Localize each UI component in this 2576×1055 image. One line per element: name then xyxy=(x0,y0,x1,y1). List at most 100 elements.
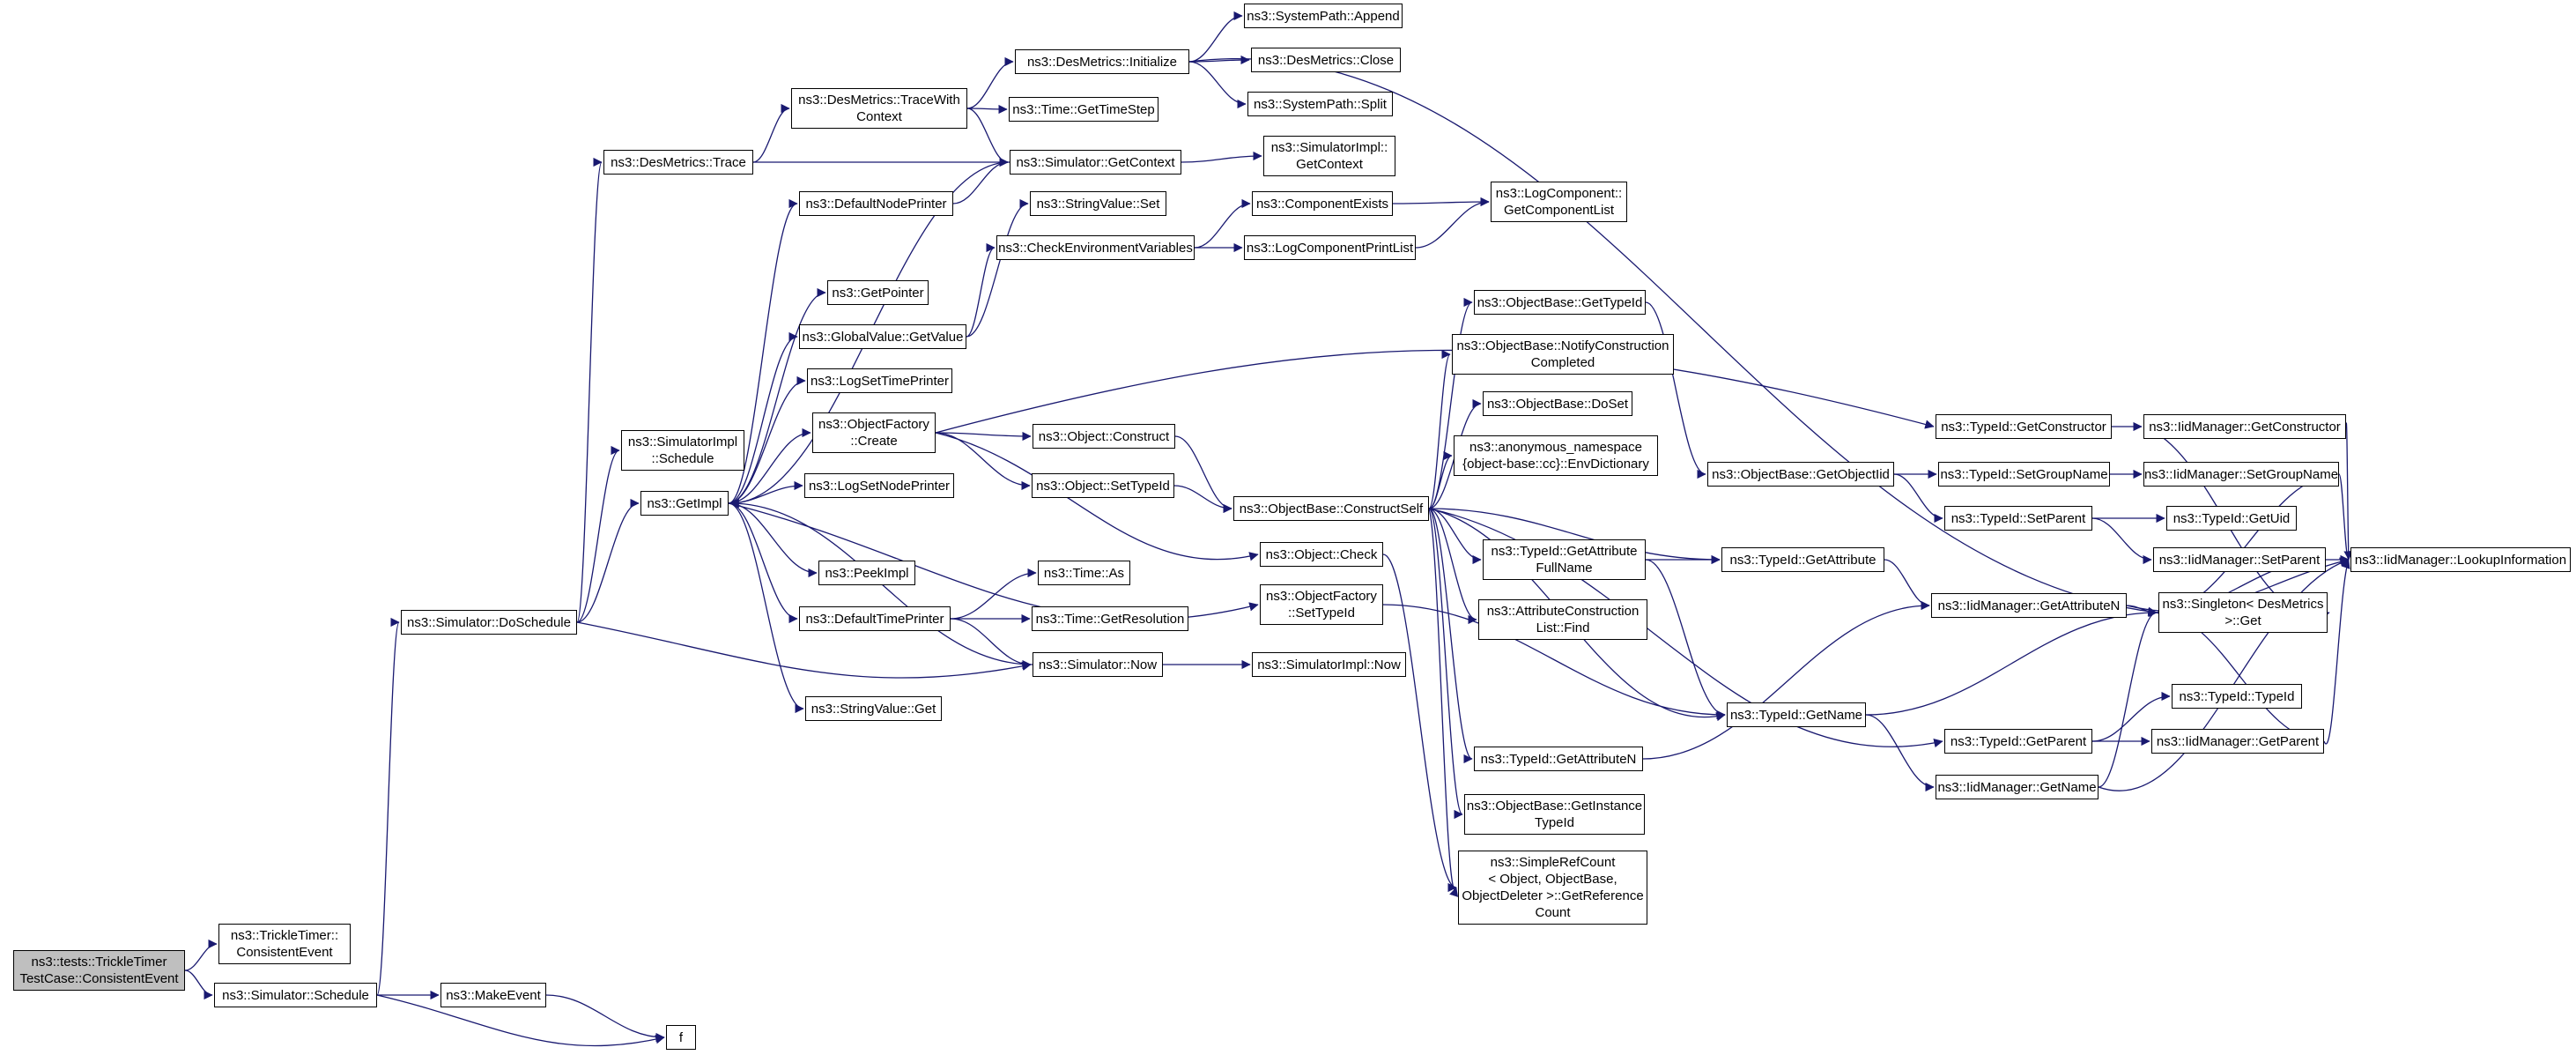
graph-node-iid_set_parent[interactable]: ns3::IidManager::SetParent xyxy=(2153,547,2326,572)
graph-edge-get_impl--default_node_printer xyxy=(728,198,798,504)
graph-node-typeid_get_parent[interactable]: ns3::TypeId::GetParent xyxy=(1944,729,2092,754)
graph-node-iid_get_parent[interactable]: ns3::IidManager::GetParent xyxy=(2151,729,2324,754)
graph-node-label: ns3::Simulator::Schedule xyxy=(222,987,369,1003)
graph-node-label: ns3::LogSetNodePrinter xyxy=(808,478,951,494)
graph-node-label: TypeId xyxy=(1534,815,1575,830)
graph-node-simimpl_now[interactable]: ns3::SimulatorImpl::Now xyxy=(1252,652,1406,677)
graph-node-log_component_print_list[interactable]: ns3::LogComponentPrintList xyxy=(1244,235,1416,260)
graph-edge-construct_self--simple_refcount xyxy=(1428,508,1459,897)
graph-node-peek_impl[interactable]: ns3::PeekImpl xyxy=(818,561,915,585)
graph-node-check_env[interactable]: ns3::CheckEnvironmentVariables xyxy=(996,235,1195,260)
graph-node-make_event[interactable]: ns3::MakeEvent xyxy=(440,983,546,1007)
graph-node-label: ns3::DesMetrics::TraceWith xyxy=(798,93,960,108)
graph-node-get_component_list[interactable]: ns3::LogComponent::GetComponentList xyxy=(1491,182,1627,222)
graph-node-label: ns3::Time::GetTimeStep xyxy=(1012,101,1155,117)
graph-node-get_name[interactable]: ns3::TypeId::GetName xyxy=(1727,702,1866,727)
graph-node-default_node_printer[interactable]: ns3::DefaultNodePrinter xyxy=(799,191,953,216)
graph-node-label: ns3::TypeId::GetConstructor xyxy=(1941,419,2106,435)
graph-node-trickle_consistent[interactable]: ns3::TrickleTimer::ConsistentEvent xyxy=(218,924,351,964)
graph-node-initialize[interactable]: ns3::DesMetrics::Initialize xyxy=(1015,49,1189,74)
graph-node-label: ns3::IidManager::GetAttributeN xyxy=(1937,598,2121,613)
graph-node-ob_doset[interactable]: ns3::ObjectBase::DoSet xyxy=(1483,391,1632,416)
graph-node-label: ns3::IidManager::SetParent xyxy=(2158,552,2321,568)
graph-node-get_attribute[interactable]: ns3::TypeId::GetAttribute xyxy=(1721,547,1884,572)
graph-edge-get_impl--log_set_time_printer xyxy=(728,375,806,504)
graph-node-label: ns3::ObjectFactory xyxy=(1266,589,1377,604)
graph-node-simple_refcount[interactable]: ns3::SimpleRefCount< Object, ObjectBase,… xyxy=(1458,851,1647,925)
graph-node-obj_set_typeid[interactable]: ns3::Object::SetTypeId xyxy=(1032,473,1174,498)
graph-node-label: ns3::TypeId::SetParent xyxy=(1951,510,2086,526)
graph-node-sim_now[interactable]: ns3::Simulator::Now xyxy=(1033,652,1163,677)
graph-edge-construct_self--get_attr_n xyxy=(1428,508,1473,764)
graph-node-sim_schedule[interactable]: ns3::Simulator::Schedule xyxy=(214,983,377,1007)
graph-node-get_context[interactable]: ns3::Simulator::GetContext xyxy=(1010,150,1181,175)
graph-node-of_create[interactable]: ns3::ObjectFactory::Create xyxy=(812,412,936,453)
graph-node-default_time_printer[interactable]: ns3::DefaultTimePrinter xyxy=(799,606,951,631)
graph-node-label: ns3::GetImpl xyxy=(647,495,722,511)
graph-node-gv_getvalue[interactable]: ns3::GlobalValue::GetValue xyxy=(799,324,966,349)
graph-node-lookup_information[interactable]: ns3::IidManager::LookupInformation xyxy=(2350,547,2571,572)
graph-edge-trace--trace_with_context xyxy=(752,103,790,163)
graph-node-set_parent[interactable]: ns3::TypeId::SetParent xyxy=(1944,506,2092,531)
graph-node-label: ns3::TypeId::GetParent xyxy=(1950,733,2087,749)
graph-node-iid_get_name[interactable]: ns3::IidManager::GetName xyxy=(1936,775,2099,799)
graph-node-component_exists[interactable]: ns3::ComponentExists xyxy=(1252,191,1393,216)
graph-node-get_impl[interactable]: ns3::GetImpl xyxy=(640,491,729,516)
graph-node-iid_get_constructor[interactable]: ns3::IidManager::GetConstructor xyxy=(2143,414,2346,439)
graph-node-time_as[interactable]: ns3::Time::As xyxy=(1038,561,1130,585)
graph-node-of_set_typeid[interactable]: ns3::ObjectFactory::SetTypeId xyxy=(1260,584,1383,625)
graph-node-iid_set_group_name[interactable]: ns3::IidManager::SetGroupName xyxy=(2143,462,2339,487)
graph-node-singleton_get[interactable]: ns3::Singleton< DesMetrics>::Get xyxy=(2158,592,2328,633)
graph-node-iid_get_attr_n[interactable]: ns3::IidManager::GetAttributeN xyxy=(1931,593,2127,618)
graph-node-dm_close[interactable]: ns3::DesMetrics::Close xyxy=(1251,48,1401,72)
graph-node-label: ns3::GetPointer xyxy=(832,285,924,301)
graph-node-label: ns3::IidManager::SetGroupName xyxy=(2143,466,2339,482)
graph-node-set_group_name[interactable]: ns3::TypeId::SetGroupName xyxy=(1938,462,2110,487)
graph-edge-trace_with_context--initialize xyxy=(966,56,1014,109)
graph-node-trace[interactable]: ns3::DesMetrics::Trace xyxy=(603,150,753,175)
graph-node-get_pointer[interactable]: ns3::GetPointer xyxy=(827,280,929,305)
graph-node-label: ns3::TypeId::GetName xyxy=(1729,707,1863,723)
graph-node-do_schedule[interactable]: ns3::Simulator::DoSchedule xyxy=(401,610,577,635)
graph-node-get_attr_n[interactable]: ns3::TypeId::GetAttributeN xyxy=(1474,747,1643,771)
graph-node-simimpl_getcontext[interactable]: ns3::SimulatorImpl::GetContext xyxy=(1263,136,1395,176)
graph-node-sp_append[interactable]: ns3::SystemPath::Append xyxy=(1244,4,1403,28)
graph-node-ob_get_typeid[interactable]: ns3::ObjectBase::GetTypeId xyxy=(1474,290,1646,315)
graph-node-sp_split[interactable]: ns3::SystemPath::Split xyxy=(1247,92,1393,116)
graph-edge-iid_get_parent--lookup_information xyxy=(2323,559,2350,745)
graph-edge-make_event--f_node xyxy=(545,994,665,1043)
graph-edge-get_name--iid_get_name xyxy=(1865,714,1935,792)
graph-node-sv_get[interactable]: ns3::StringValue::Get xyxy=(805,696,942,721)
graph-edge-initialize--sp_append xyxy=(1188,11,1243,63)
graph-node-label: ::Create xyxy=(850,434,898,449)
graph-node-typeid_typeid[interactable]: ns3::TypeId::TypeId xyxy=(2172,684,2302,709)
graph-node-get_object_iid[interactable]: ns3::ObjectBase::GetObjectIid xyxy=(1707,462,1894,487)
graph-node-construct_self[interactable]: ns3::ObjectBase::ConstructSelf xyxy=(1233,496,1429,521)
graph-node-log_set_time_printer[interactable]: ns3::LogSetTimePrinter xyxy=(807,368,952,393)
graph-node-typeid_get_uid[interactable]: ns3::TypeId::GetUid xyxy=(2166,506,2297,531)
graph-node-get_timestep[interactable]: ns3::Time::GetTimeStep xyxy=(1009,97,1158,122)
graph-edge-typeid_get_parent--typeid_typeid xyxy=(2091,691,2171,742)
graph-edge-sim_schedule--f_node xyxy=(376,994,665,1047)
graph-node-get_constructor[interactable]: ns3::TypeId::GetConstructor xyxy=(1936,414,2112,439)
graph-node-obj_check[interactable]: ns3::Object::Check xyxy=(1260,542,1383,567)
graph-node-label: GetComponentList xyxy=(1503,203,1615,218)
graph-node-env_dictionary[interactable]: ns3::anonymous_namespace{object-base::cc… xyxy=(1454,435,1658,476)
graph-node-label: ns3::ObjectFactory xyxy=(818,417,929,432)
graph-edge-construct_self--typeid_get_parent xyxy=(1428,508,1943,748)
graph-edge-do_schedule--sim_now xyxy=(576,621,1032,679)
graph-node-time_get_resolution[interactable]: ns3::Time::GetResolution xyxy=(1032,606,1188,631)
graph-node-f_node[interactable]: f xyxy=(666,1025,696,1050)
graph-node-simimpl_schedule[interactable]: ns3::SimulatorImpl::Schedule xyxy=(621,430,744,471)
graph-node-label: ns3::TypeId::GetAttribute xyxy=(1729,552,1876,568)
graph-node-obj_construct[interactable]: ns3::Object::Construct xyxy=(1033,424,1175,449)
graph-node-label: ns3::Simulator::GetContext xyxy=(1016,154,1175,170)
graph-node-sv_set[interactable]: ns3::StringValue::Set xyxy=(1030,191,1166,216)
graph-node-label: List::Find xyxy=(1536,620,1590,635)
graph-node-log_set_node_printer[interactable]: ns3::LogSetNodePrinter xyxy=(804,473,954,498)
